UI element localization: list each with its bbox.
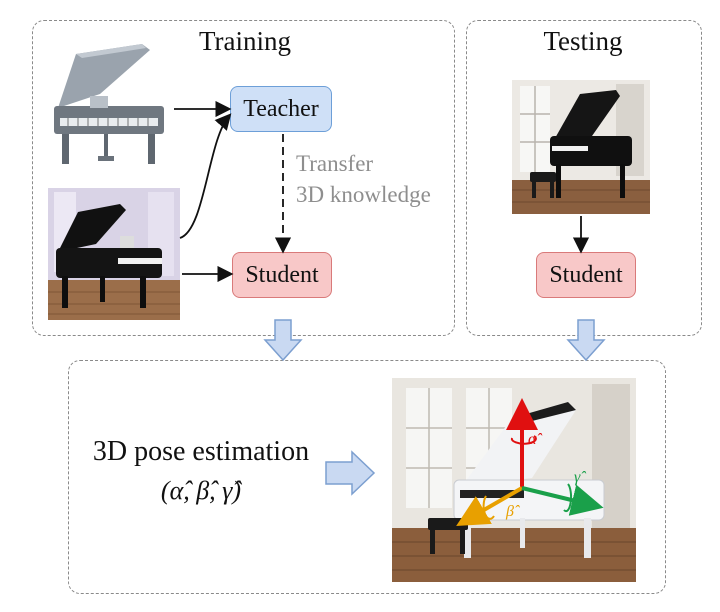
- transfer-note: Transfer 3D knowledge: [296, 148, 431, 210]
- pose-formula: (α̂, β̂, γ̂): [160, 476, 242, 505]
- training-title: Training: [198, 26, 292, 56]
- result-panel: [68, 360, 666, 594]
- piano-pose-photo: α̂ β̂ γ̂: [392, 378, 636, 582]
- training-panel: [32, 20, 455, 336]
- teacher-node: Teacher: [230, 86, 332, 132]
- transfer-note-line2: 3D knowledge: [296, 182, 431, 207]
- piano-photo-testing: [512, 80, 650, 214]
- pose-estimation-label: 3D pose estimation: [92, 436, 310, 467]
- transfer-note-line1: Transfer: [296, 151, 374, 176]
- piano-cad-model: [46, 36, 170, 166]
- testing-title: Testing: [543, 26, 623, 56]
- piano-photo-training: [48, 188, 180, 320]
- student-node-training: Student: [232, 252, 332, 298]
- student-node-testing: Student: [536, 252, 636, 298]
